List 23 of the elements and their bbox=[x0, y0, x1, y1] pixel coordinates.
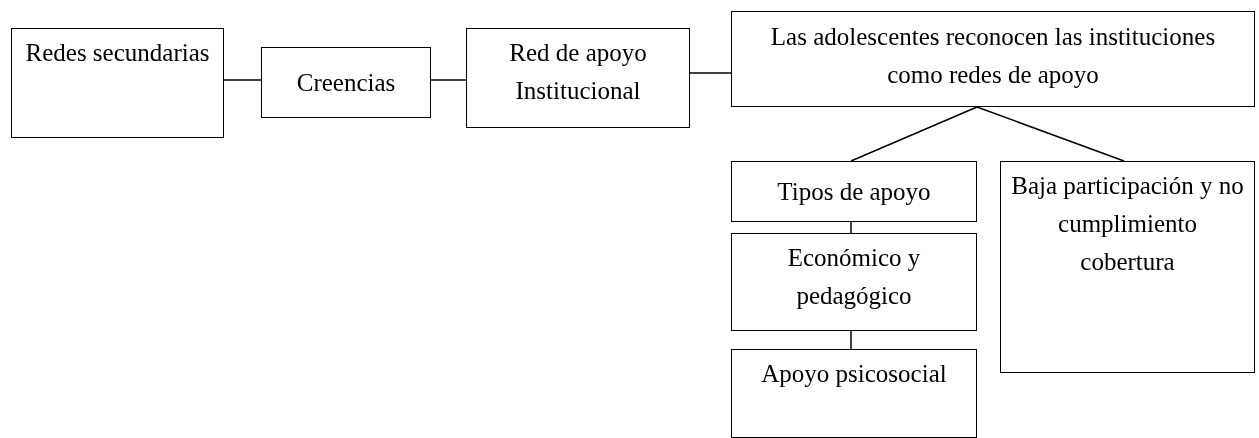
text-box bbox=[261, 47, 431, 118]
text-box bbox=[466, 28, 690, 128]
connector-line bbox=[976, 106, 1125, 162]
connector-line bbox=[850, 330, 852, 350]
text-box bbox=[1000, 161, 1255, 373]
connector-line bbox=[430, 79, 467, 81]
text-box bbox=[731, 11, 1255, 107]
box-label: Las adolescentes reconocen las instituciones como redes de apoyo bbox=[769, 22, 1217, 90]
connector-line bbox=[223, 79, 262, 81]
text-box bbox=[11, 28, 224, 138]
box-label: Redes secundarias bbox=[24, 38, 211, 68]
connector-line bbox=[850, 221, 852, 234]
box-label: Creencias bbox=[295, 67, 397, 98]
text-box bbox=[731, 233, 977, 331]
box-label: Económico y pedagógico bbox=[786, 243, 922, 311]
box-label: Red de apoyo Institucional bbox=[508, 38, 648, 106]
connector-line bbox=[689, 72, 732, 74]
text-box bbox=[731, 161, 977, 222]
box-label: Apoyo psicosocial bbox=[760, 359, 948, 389]
text-box bbox=[731, 349, 977, 438]
box-label: Baja participación y no cumplimiento cobertura bbox=[1010, 171, 1245, 277]
connector-line bbox=[850, 106, 978, 162]
box-label: Tipos de apoyo bbox=[776, 176, 932, 207]
